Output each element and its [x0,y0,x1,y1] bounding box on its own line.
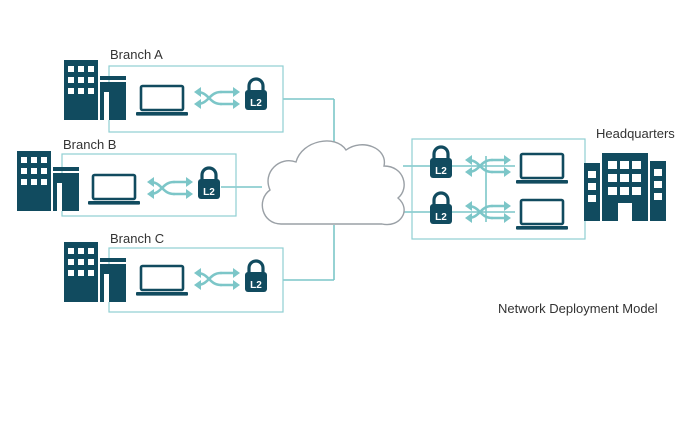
branch-c-label: Branch C [110,231,165,246]
lock-label: L2 [435,166,447,177]
lock-label: L2 [250,280,262,291]
diagram-caption: Network Deployment Model [498,301,658,316]
laptop-icon [514,198,570,231]
switch-arrows-icon [192,266,242,292]
headquarters-label: Headquarters [596,126,675,141]
laptop-icon [86,173,142,206]
switch-arrows-icon [192,85,242,111]
laptop-icon [514,152,570,185]
cloud-icon [261,140,405,226]
lock-label: L2 [203,187,215,198]
lock-label: L2 [250,98,262,109]
connection-lines [221,98,515,281]
lock-label: L2 [435,212,447,223]
building-icon [64,242,126,302]
laptop-icon [134,84,190,117]
office-building-icon [584,153,666,221]
building-icon [64,60,126,120]
building-icon [17,151,79,211]
branch-a-label: Branch A [110,47,163,62]
laptop-icon [134,264,190,297]
switch-arrows-icon [145,175,195,201]
branch-b-label: Branch B [63,137,117,152]
